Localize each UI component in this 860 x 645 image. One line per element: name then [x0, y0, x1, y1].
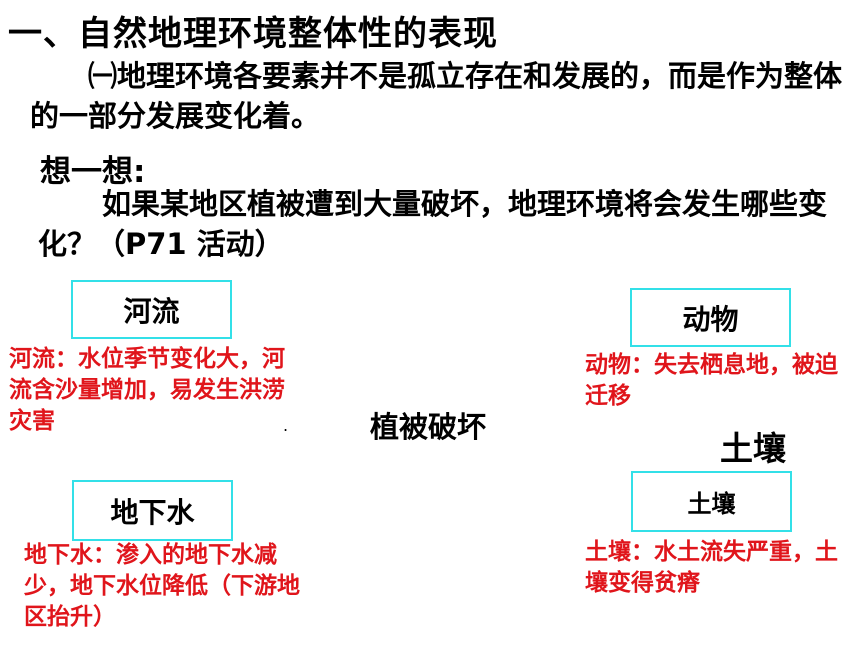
groundwater-box-label: 地下水 — [110, 495, 195, 529]
groundwater-effect-text: 地下水：渗入的地下水减少，地下水位降低（下游地区抬升） — [24, 542, 300, 630]
animal-box-label: 动物 — [682, 302, 739, 336]
groundwater-box: 地下水 — [72, 480, 233, 541]
think-heading: 想一想: — [40, 154, 146, 190]
river-box-label: 河流 — [123, 294, 180, 328]
soil-box: 土壤 — [631, 471, 792, 532]
soil-heading: 土壤 — [720, 429, 786, 468]
slide-title: 一、自然地理环境整体性的表现 — [8, 14, 498, 54]
question-paragraph: 如果某地区植被遭到大量破坏，地理环境将会发生哪些变化？（P71 活动） — [38, 187, 828, 261]
soil-box-label: 土壤 — [687, 490, 736, 518]
soil-effect-text: 土壤：水土流失严重，土壤变得贫瘠 — [585, 539, 838, 596]
intro-paragraph: ㈠地理环境各要素并不是孤立存在和发展的，而是作为整体的一部分发展变化着。 — [30, 59, 843, 133]
animal-box: 动物 — [630, 288, 791, 347]
river-box: 河流 — [71, 280, 232, 339]
river-effect-text: 河流：水位季节变化大，河流含沙量增加，易发生洪涝灾害 — [9, 346, 285, 434]
stray-mark: . — [283, 416, 289, 435]
animal-effect-text: 动物：失去栖息地，被迫迁移 — [585, 352, 838, 409]
vegetation-destruction-label: 植被破坏 — [370, 410, 487, 444]
